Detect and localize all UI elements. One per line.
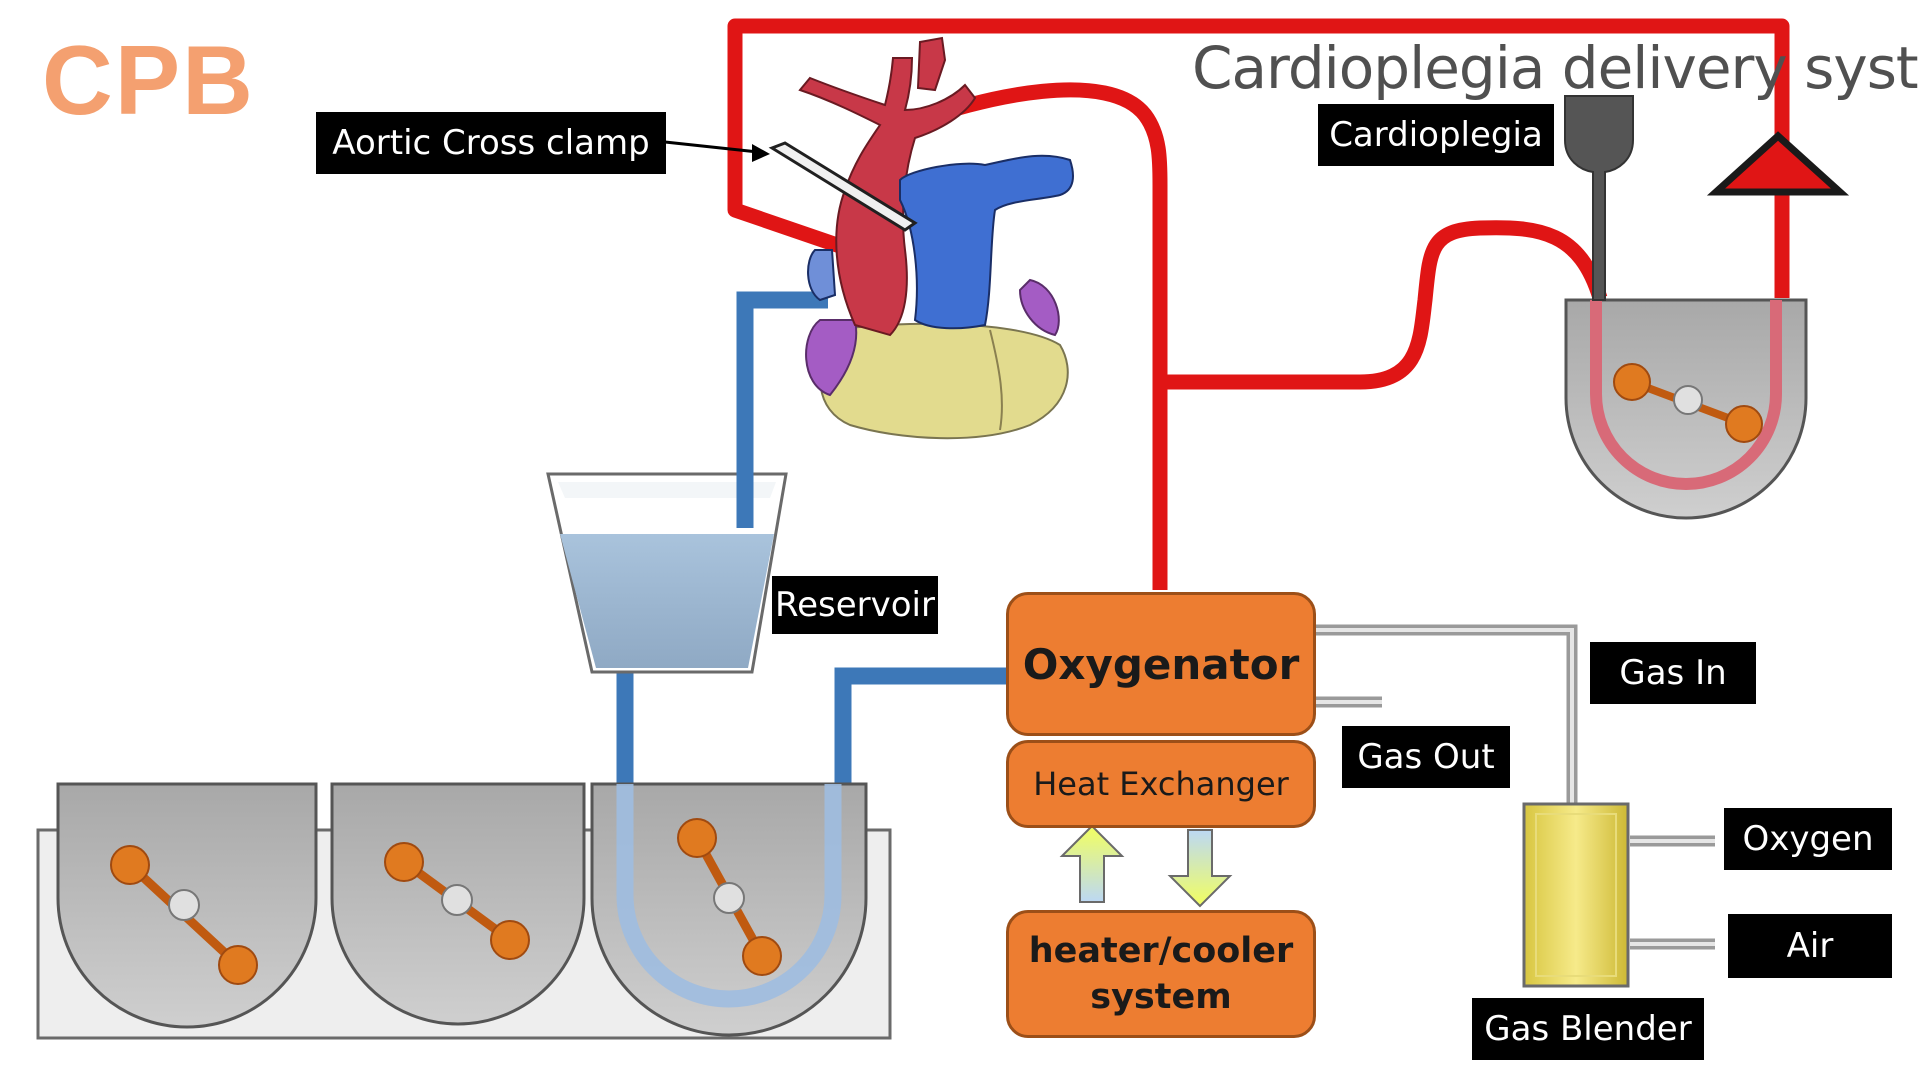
heater-cooler-label-line2: system bbox=[1090, 977, 1232, 1017]
bubble-trap-icon bbox=[1706, 131, 1850, 196]
roller-pump-icon bbox=[330, 782, 586, 1026]
label-gas-out: Gas Out bbox=[1342, 726, 1510, 788]
label-aortic-cross-clamp: Aortic Cross clamp bbox=[316, 112, 666, 174]
label-air: Air bbox=[1728, 914, 1892, 978]
cardioplegia-bag-icon bbox=[1564, 95, 1634, 301]
label-gas-in: Gas In bbox=[1590, 642, 1756, 704]
heat-flow-arrows bbox=[1059, 824, 1233, 908]
oxygenator-box: Oxygenator bbox=[1006, 592, 1316, 736]
label-cardioplegia: Cardioplegia bbox=[1318, 104, 1554, 166]
label-oxygen: Oxygen bbox=[1724, 808, 1892, 870]
heat-exchanger-label: Heat Exchanger bbox=[1033, 765, 1289, 803]
roller-pump-icon bbox=[56, 782, 318, 1029]
heater-cooler-label-line1: heater/cooler bbox=[1028, 931, 1294, 971]
gas-blender-icon bbox=[1522, 802, 1630, 988]
brand-title: CPB bbox=[42, 25, 255, 135]
clamp-pointer-arrow bbox=[664, 140, 770, 162]
heart-icon bbox=[768, 36, 1074, 440]
roller-pump-icon bbox=[1564, 298, 1808, 520]
label-reservoir: Reservoir bbox=[772, 576, 938, 634]
reservoir-icon bbox=[546, 472, 788, 674]
label-gas-blender: Gas Blender bbox=[1472, 998, 1704, 1060]
oxygenator-label: Oxygenator bbox=[1022, 639, 1300, 689]
subtitle: Cardioplegia delivery system bbox=[1192, 34, 1920, 102]
roller-pump-icon bbox=[590, 782, 868, 1037]
heat-exchanger-box: Heat Exchanger bbox=[1006, 740, 1316, 828]
heater-cooler-box: heater/cooler system bbox=[1006, 910, 1316, 1038]
